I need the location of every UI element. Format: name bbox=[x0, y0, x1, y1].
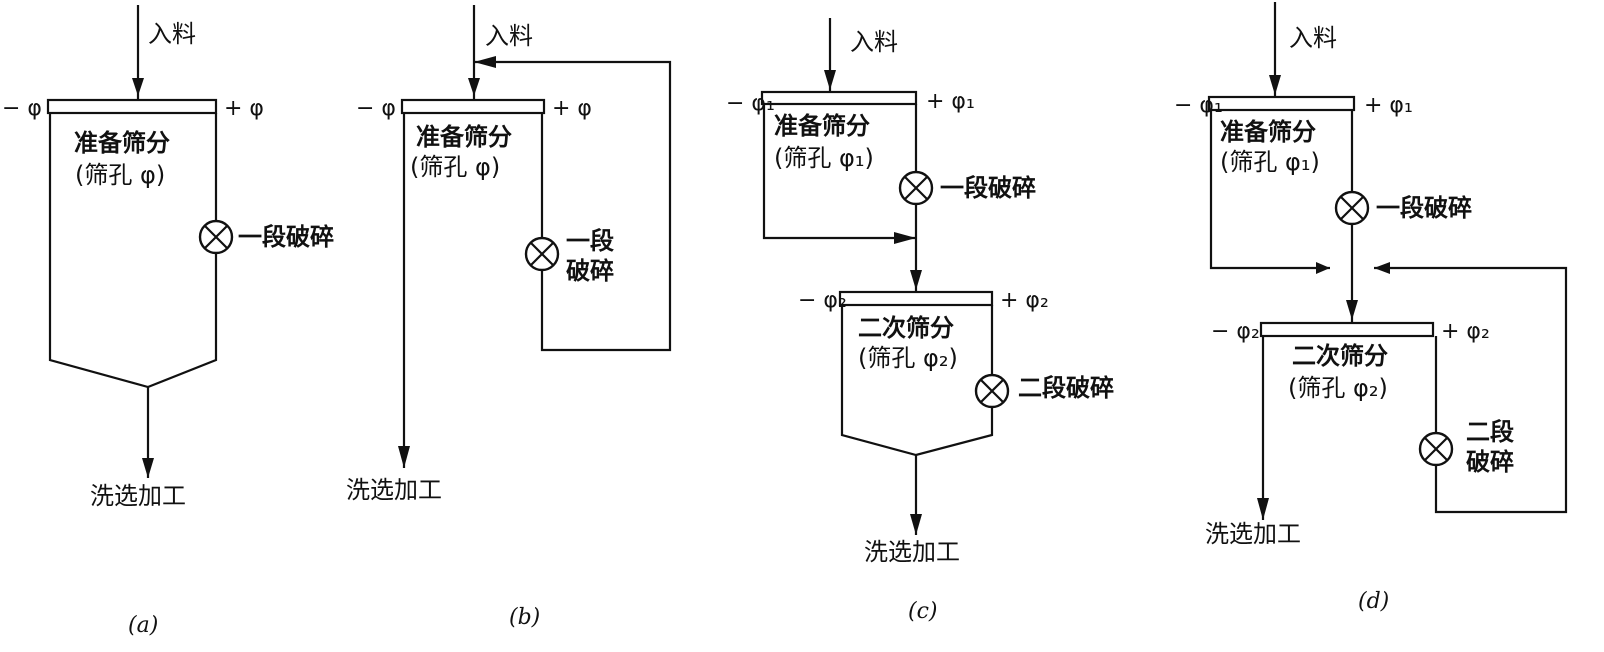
recycle-arrow-b bbox=[474, 56, 496, 68]
caption-d: (d) bbox=[1358, 589, 1389, 614]
caption-c: (c) bbox=[908, 599, 938, 624]
feed-arrow-a bbox=[132, 78, 144, 96]
feed-label-a: 入料 bbox=[148, 20, 196, 48]
product-arrow-d bbox=[1257, 498, 1269, 520]
screen-title-b: 准备筛分 bbox=[416, 123, 512, 151]
screen-2-aperture-c: (筛孔 φ₂) bbox=[858, 344, 958, 372]
screen-deck-1-c bbox=[760, 90, 918, 106]
screen-aperture-a: (筛孔 φ) bbox=[75, 161, 165, 189]
undersize-arrow-1-c bbox=[894, 232, 916, 244]
wash-label-b: 洗选加工 bbox=[346, 476, 442, 504]
undersize-line-1-d bbox=[1209, 110, 1330, 270]
feed-arrow-2-c bbox=[910, 270, 922, 290]
crusher-1-label-b: 一段 bbox=[566, 227, 614, 255]
product-arrow-a bbox=[142, 458, 154, 478]
oversize-label-2-d: + φ₂ bbox=[1441, 319, 1490, 344]
feed-label-b: 入料 bbox=[485, 22, 533, 50]
screen-deck-2-c bbox=[838, 290, 994, 307]
product-arrow-b bbox=[398, 446, 410, 468]
oversize-label-1-c: + φ₁ bbox=[926, 89, 975, 114]
recycle-loop-b bbox=[474, 60, 672, 352]
undersize-label-1-d: − φ₁ bbox=[1174, 93, 1223, 118]
caption-a: (a) bbox=[128, 613, 158, 638]
screen-deck-2-d bbox=[1259, 321, 1435, 338]
crusher-2-label-d: 二段 bbox=[1466, 418, 1514, 446]
crusher-1-label-b2: 破碎 bbox=[566, 257, 614, 285]
screen-deck-1-d bbox=[1207, 95, 1356, 112]
feed-arrow-b bbox=[468, 78, 480, 96]
oversize-label-1-d: + φ₁ bbox=[1364, 93, 1413, 118]
screen-2-title-c: 二次筛分 bbox=[858, 314, 954, 342]
undersize-label-a: − φ bbox=[2, 96, 42, 121]
oversize-label-b: + φ bbox=[552, 96, 592, 121]
screen-aperture-b: (筛孔 φ) bbox=[410, 153, 500, 181]
undersize-label-2-d: − φ₂ bbox=[1211, 319, 1260, 344]
wash-label-c: 洗选加工 bbox=[864, 538, 960, 566]
screen-1-aperture-c: (筛孔 φ₁) bbox=[774, 144, 874, 172]
crusher-1-label-d: 一段破碎 bbox=[1376, 194, 1472, 222]
crusher-1-label-a: 一段破碎 bbox=[238, 223, 334, 251]
screen-1-aperture-d: (筛孔 φ₁) bbox=[1220, 148, 1320, 176]
crusher-2-label-c: 二段破碎 bbox=[1018, 374, 1114, 402]
recycle-arrow-d bbox=[1374, 262, 1390, 274]
crusher-1-label-c: 一段破碎 bbox=[940, 174, 1036, 202]
wash-label-a: 洗选加工 bbox=[90, 482, 186, 510]
undersize-label-2-c: − φ₂ bbox=[798, 288, 847, 313]
feed-label-c: 入料 bbox=[850, 28, 898, 56]
screen-deck-b bbox=[400, 98, 546, 115]
recycle-loop-d bbox=[1374, 266, 1568, 514]
undersize-label-b: − φ bbox=[356, 96, 396, 121]
feed-label-d: 入料 bbox=[1289, 24, 1337, 52]
feed-arrow-c bbox=[824, 70, 836, 90]
caption-b: (b) bbox=[509, 605, 540, 630]
diagram-a: 入料 − φ + φ 准备筛分 (筛孔 φ) 一段破碎 洗选加工 (a) bbox=[2, 5, 334, 638]
wash-label-d: 洗选加工 bbox=[1205, 520, 1301, 548]
screen-title-a: 准备筛分 bbox=[74, 129, 170, 157]
screen-2-aperture-d: (筛孔 φ₂) bbox=[1288, 374, 1388, 402]
diagram-c: 入料 − φ₁ + φ₁ 准备筛分 (筛孔 φ₁) 一段破碎 − φ₂ + φ₂… bbox=[726, 18, 1114, 624]
crusher-2-label-d2: 破碎 bbox=[1466, 448, 1514, 476]
screen-2-title-d: 二次筛分 bbox=[1292, 342, 1388, 370]
oversize-label-2-c: + φ₂ bbox=[1000, 288, 1049, 313]
diagram-d: 入料 − φ₁ + φ₁ 准备筛分 (筛孔 φ₁) 一段破碎 − φ₂ + φ₂… bbox=[1174, 2, 1568, 614]
feed-arrow-2-d bbox=[1346, 300, 1358, 320]
oversize-label-a: + φ bbox=[224, 96, 264, 121]
feed-arrow-d bbox=[1269, 75, 1281, 95]
product-arrow-c bbox=[910, 514, 922, 535]
undersize-arrow-1-d bbox=[1316, 262, 1330, 274]
screen-1-title-d: 准备筛分 bbox=[1220, 118, 1316, 146]
screen-1-title-c: 准备筛分 bbox=[774, 112, 870, 140]
undersize-line-1-c bbox=[762, 104, 916, 240]
screen-deck-a bbox=[46, 98, 218, 115]
diagram-b: 入料 − φ + φ 准备筛分 (筛孔 φ) 一段 破碎 洗选加工 (b) bbox=[346, 5, 672, 630]
undersize-label-1-c: − φ₁ bbox=[726, 91, 775, 116]
